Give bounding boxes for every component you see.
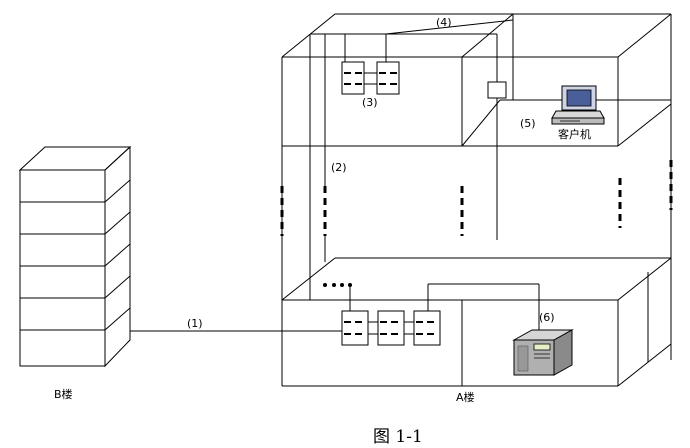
building-b-label: B楼 [54, 387, 73, 401]
link-label-3: (3) [362, 96, 378, 109]
link-label-5: (5) [520, 117, 536, 130]
figure-caption: 图 1-1 [373, 427, 423, 447]
building-a [280, 13, 673, 387]
building-a-label: A楼 [456, 390, 475, 404]
top-floor-wiring [309, 19, 671, 300]
building-b [18, 145, 132, 368]
top-floor-switch-stack [341, 61, 400, 95]
ground-floor-switch-stack [341, 310, 441, 346]
link-label-1: (1) [187, 317, 203, 330]
link-label-4: (4) [436, 16, 452, 29]
ground-floor-wiring [130, 283, 540, 340]
client-computer-icon [551, 85, 671, 125]
ground-floor-dots [323, 283, 352, 311]
client-label: 客户机 [558, 127, 591, 141]
server-icon [512, 329, 574, 376]
wall-outlet [487, 81, 507, 99]
link-label-6: (6) [539, 311, 555, 324]
link-label-2: (2) [331, 161, 347, 174]
